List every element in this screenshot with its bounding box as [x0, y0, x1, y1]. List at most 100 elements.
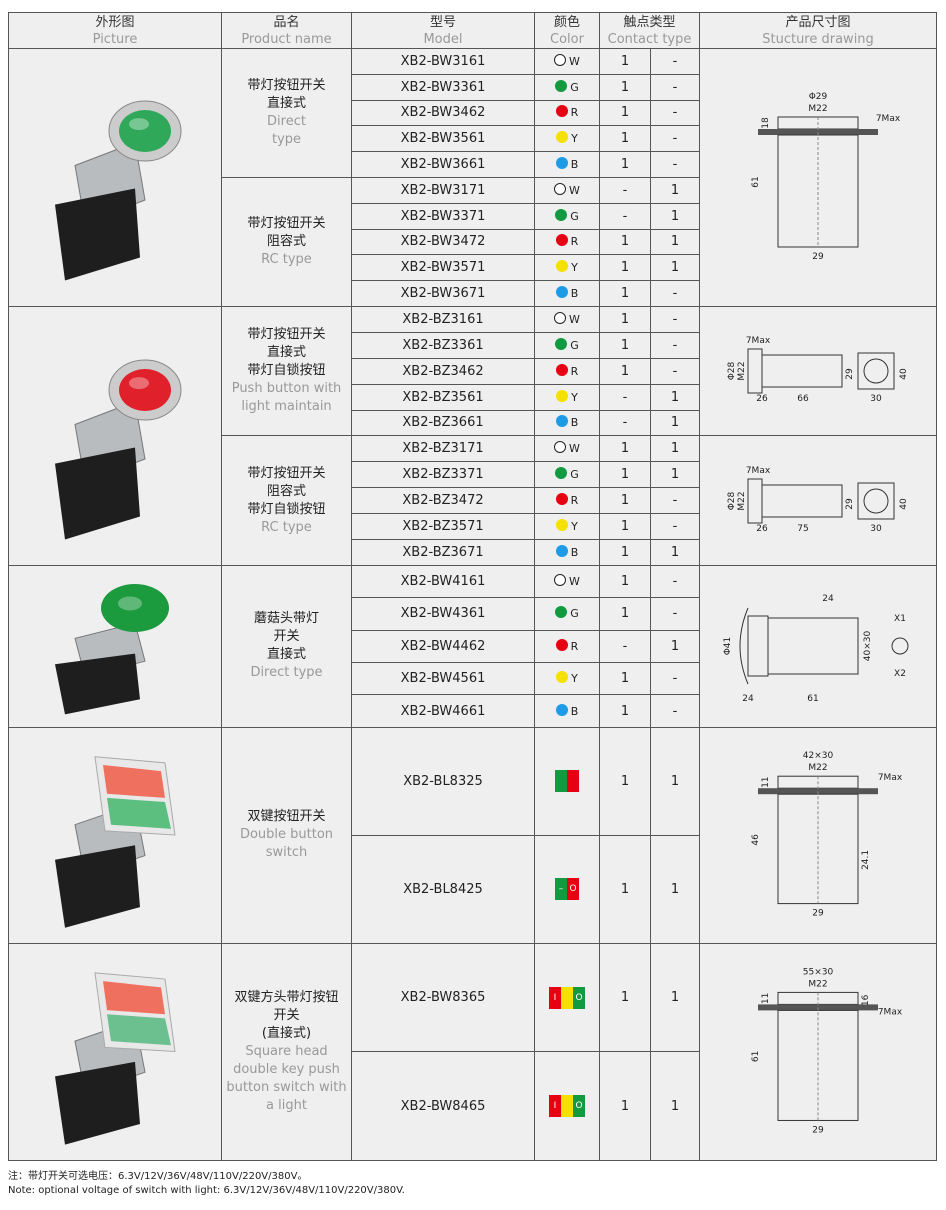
model-cell: XB2-BW3671 — [351, 280, 535, 307]
color-cell — [534, 726, 600, 836]
color-code: R — [570, 639, 579, 653]
header-en: Product name — [241, 31, 332, 47]
color-dot-icon — [556, 131, 569, 144]
color-cell: G — [534, 597, 600, 631]
color-cell: W — [534, 305, 600, 333]
contact-2: 1 — [649, 1051, 701, 1161]
name-en: a light — [266, 1097, 307, 1113]
dimension-label: 29 — [845, 368, 855, 380]
dimension-label: 46 — [751, 834, 761, 846]
header-zh: 产品尺寸图 — [785, 14, 851, 30]
color-cell: G — [534, 202, 600, 230]
contact-2: - — [649, 487, 701, 515]
color-code: G — [570, 607, 579, 621]
dimension-label: M22 — [808, 980, 827, 990]
contact-1: 1 — [599, 942, 651, 1053]
contact-1: 1 — [599, 48, 651, 75]
contact-2: - — [649, 280, 701, 307]
contact-1: 1 — [599, 726, 651, 836]
model-cell: XB2-BW3472 — [351, 228, 535, 256]
swatch-segment: – — [555, 878, 567, 901]
contact-1: 1 — [599, 487, 651, 515]
dimension-label: X1 — [894, 614, 906, 624]
swatch-segment — [561, 1095, 573, 1118]
dimension-label: 61 — [751, 177, 761, 188]
model-cell: XB2-BW4561 — [351, 662, 535, 696]
color-code: G — [570, 80, 579, 94]
model-cell: XB2-BW3161 — [351, 48, 535, 75]
model-cell: XB2-BW3571 — [351, 254, 535, 282]
dimension-label: 24 — [822, 594, 834, 604]
color-dot-icon — [554, 311, 567, 324]
contact-2: 1 — [649, 629, 701, 664]
contact-1: 1 — [599, 513, 651, 540]
color-dot-icon — [555, 493, 568, 506]
model-cell: XB2-BZ3561 — [351, 383, 535, 411]
dimension-label: 40×30 — [863, 631, 873, 662]
color-cell: Y — [534, 125, 600, 153]
swatch-segment: I — [549, 986, 561, 1009]
swatch-segment: O — [573, 986, 585, 1009]
model-cell: XB2-BW4361 — [351, 597, 535, 631]
color-cell: R — [534, 487, 600, 515]
dimension-label: Φ28 — [727, 491, 737, 510]
product-picture — [8, 564, 222, 728]
name-zh: 带灯自锁按钮 — [247, 363, 326, 379]
color-swatch: –O — [555, 878, 579, 901]
color-code: R — [570, 235, 579, 249]
contact-2: 1 — [649, 942, 701, 1053]
name-en: button switch with — [226, 1079, 347, 1095]
contact-1: 1 — [599, 151, 651, 178]
dimension-label: 24.1 — [861, 850, 871, 870]
dimension-label: Φ41 — [723, 637, 733, 656]
dimension-label: 55×30 — [803, 968, 834, 978]
dimension-label: 61 — [807, 694, 818, 704]
contact-2: - — [649, 305, 701, 333]
contact-1: 1 — [599, 564, 651, 599]
color-code: G — [570, 209, 579, 223]
dimension-label: 24 — [742, 694, 754, 704]
note-en: Note: optional voltage of switch with li… — [8, 1185, 405, 1196]
name-zh: 开关 — [273, 1007, 300, 1023]
color-code: Y — [571, 390, 578, 404]
header-zh: 触点类型 — [623, 14, 676, 30]
name-en: Push button with — [231, 381, 342, 397]
color-dot-icon — [555, 638, 568, 651]
contact-1: 1 — [599, 99, 651, 127]
color-code: R — [570, 494, 579, 508]
color-dot-icon — [555, 105, 568, 118]
model-cell: XB2-BZ3171 — [351, 435, 535, 463]
contact-2: 1 — [649, 726, 701, 836]
name-en: Direct type — [250, 665, 323, 681]
contact-1: - — [599, 409, 651, 437]
contact-2: 1 — [649, 435, 701, 463]
header-en: Stucture drawing — [762, 31, 874, 47]
contact-1: 1 — [599, 228, 651, 256]
contact-1: - — [599, 383, 651, 411]
color-cell: W — [534, 564, 600, 599]
dimension-label: Φ29 — [809, 92, 828, 102]
model-cell: XB2-BZ3661 — [351, 409, 535, 437]
name-en: RC type — [261, 519, 312, 535]
color-dot-icon — [555, 79, 568, 92]
color-code: R — [570, 364, 579, 378]
contact-2: - — [649, 694, 701, 728]
swatch-segment: O — [573, 1095, 585, 1118]
contact-2: 1 — [649, 202, 701, 230]
color-code: B — [570, 545, 579, 559]
model-cell: XB2-BZ3472 — [351, 487, 535, 515]
